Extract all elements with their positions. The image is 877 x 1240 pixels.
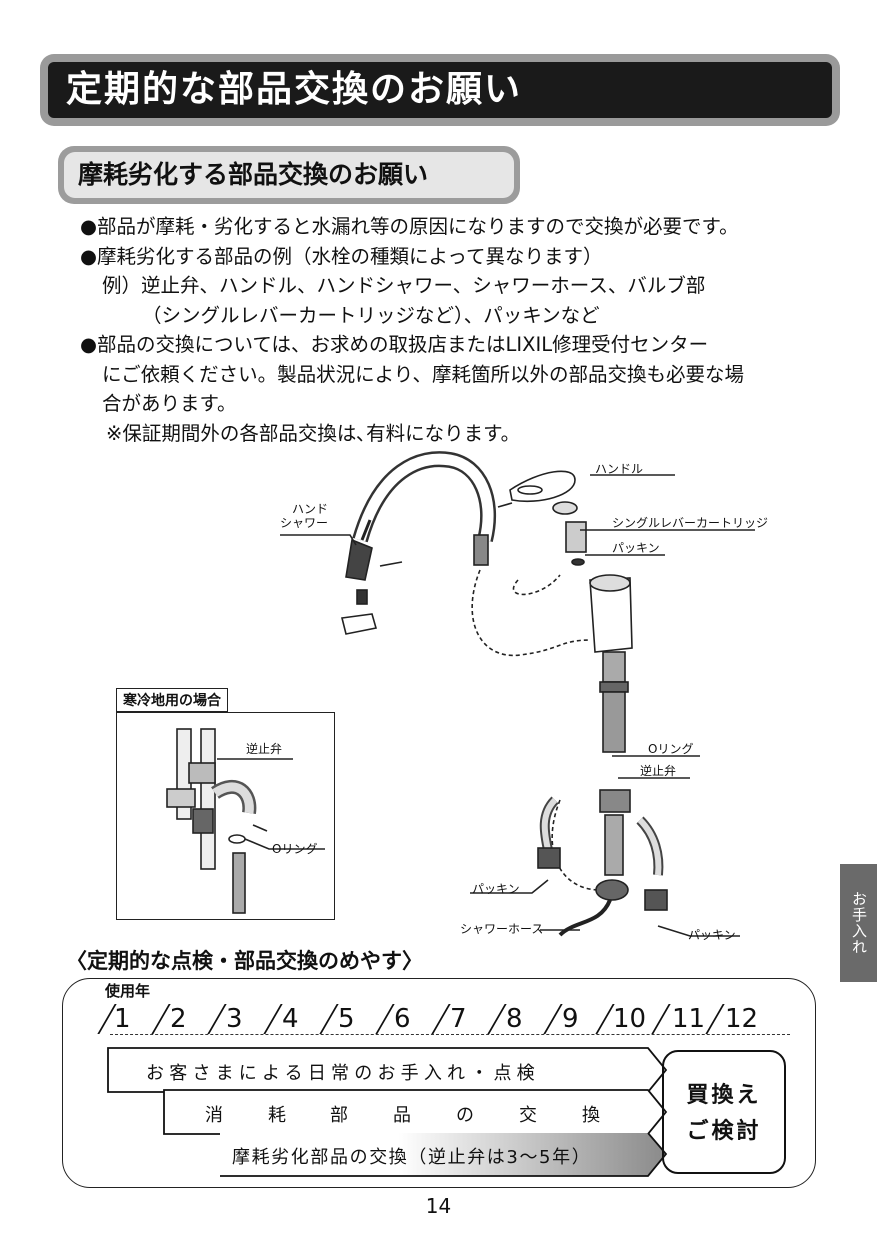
label-o-ring: Oリング bbox=[648, 742, 694, 756]
year-label: 5 bbox=[338, 1004, 355, 1034]
consumables-char: 部 bbox=[330, 1105, 350, 1126]
section-subtitle-box: 摩耗劣化する部品交換のお願い bbox=[58, 146, 520, 204]
years-baseline bbox=[110, 1034, 790, 1035]
consumables-char: 消 bbox=[205, 1105, 225, 1126]
label-packing: パッキン bbox=[472, 882, 520, 896]
cold-region-inset bbox=[116, 712, 335, 920]
year-label: 9 bbox=[562, 1004, 579, 1034]
page-title-bar: 定期的な部品交換のお願い bbox=[40, 54, 840, 126]
schedule-wear-parts: 摩耗劣化部品の交換（逆止弁は3〜5年） bbox=[232, 1147, 592, 1168]
faucet-parts-diagram bbox=[280, 451, 755, 937]
year-label: 3 bbox=[226, 1004, 243, 1034]
body-line: にご依頼ください。製品状況により、摩耗箇所以外の部品交換も必要な場 bbox=[102, 362, 744, 386]
replacement-consider-box: 買換え ご検討 bbox=[662, 1050, 786, 1174]
year-label: 4 bbox=[282, 1004, 299, 1034]
year-label: 2 bbox=[170, 1004, 187, 1034]
body-line: ●部品が摩耗・劣化すると水漏れ等の原因になりますので交換が必要です。 bbox=[80, 215, 739, 238]
label-hand-shower: シャワー bbox=[280, 516, 329, 530]
arrow-row-daily-care bbox=[107, 1047, 668, 1093]
body-line: 例）逆止弁、ハンドル、ハンドシャワー、シャワーホース、バルブ部 bbox=[102, 274, 706, 297]
label-check-valve: 逆止弁 bbox=[246, 742, 283, 756]
year-label: 1 bbox=[114, 1004, 131, 1034]
guide-title: 〈定期的な点検・部品交換のめやす〉 bbox=[66, 949, 423, 973]
section-subtitle: 摩耗劣化する部品交換のお願い bbox=[64, 152, 514, 198]
body-text: ●部品が摩耗・劣化すると水漏れ等の原因になりますので交換が必要です。 ●摩耗劣化… bbox=[80, 212, 820, 448]
year-label: 8 bbox=[506, 1004, 523, 1034]
consumables-char: 耗 bbox=[268, 1105, 288, 1126]
body-line: ●摩耗劣化する部品の例（水栓の種類によって異なります） bbox=[80, 244, 603, 268]
body-line: ※保証期間外の各部品交換は､有料になります。 bbox=[106, 421, 521, 445]
body-line: （シングルレバーカートリッジなど）、パッキンなど bbox=[142, 303, 600, 327]
label-o-ring: Oリング bbox=[272, 842, 318, 856]
consumables-char: の bbox=[456, 1105, 476, 1126]
consumables-char: 品 bbox=[393, 1105, 413, 1126]
label-shower-hose: シャワーホース bbox=[460, 922, 544, 936]
year-label: 12 bbox=[725, 1004, 759, 1034]
cold-region-title: 寒冷地用の場合 bbox=[116, 688, 228, 712]
label-hand-shower: ハンド bbox=[292, 502, 329, 516]
year-label: 7 bbox=[450, 1004, 467, 1034]
arrow-row-consumables bbox=[163, 1089, 668, 1135]
label-handle: ハンドル bbox=[595, 462, 644, 476]
year-label: 6 bbox=[394, 1004, 411, 1034]
cold-region-drawing bbox=[166, 728, 325, 914]
body-line: ●部品の交換については、お求めの取扱店またはLIXIL修理受付センター bbox=[80, 333, 709, 356]
label-check-valve: 逆止弁 bbox=[640, 764, 677, 778]
arrow-row-wear-parts bbox=[220, 1133, 666, 1176]
label-packing: パッキン bbox=[688, 928, 736, 942]
consumables-char: 換 bbox=[582, 1105, 602, 1126]
page-title: 定期的な部品交換のお願い bbox=[48, 62, 832, 118]
schedule-daily-care: お客さまによる日常のお手入れ・点検 bbox=[146, 1063, 540, 1084]
side-tab-care[interactable]: お手入れ bbox=[840, 864, 877, 982]
buy-line: ご検討 bbox=[686, 1119, 762, 1144]
label-cartridge: シングルレバーカートリッジ bbox=[612, 516, 769, 530]
schedule-arrows bbox=[107, 1047, 668, 1177]
body-line: 合があります。 bbox=[102, 392, 237, 415]
page-number: 14 bbox=[425, 1194, 452, 1218]
year-label: 10 bbox=[613, 1004, 647, 1034]
buy-line: 買換え bbox=[686, 1083, 762, 1108]
consumables-char: 交 bbox=[519, 1105, 539, 1126]
label-packing: パッキン bbox=[612, 541, 660, 555]
year-label: 11 bbox=[672, 1004, 706, 1034]
guide-box bbox=[62, 978, 816, 1188]
years-label: 使用年 bbox=[105, 982, 151, 1000]
